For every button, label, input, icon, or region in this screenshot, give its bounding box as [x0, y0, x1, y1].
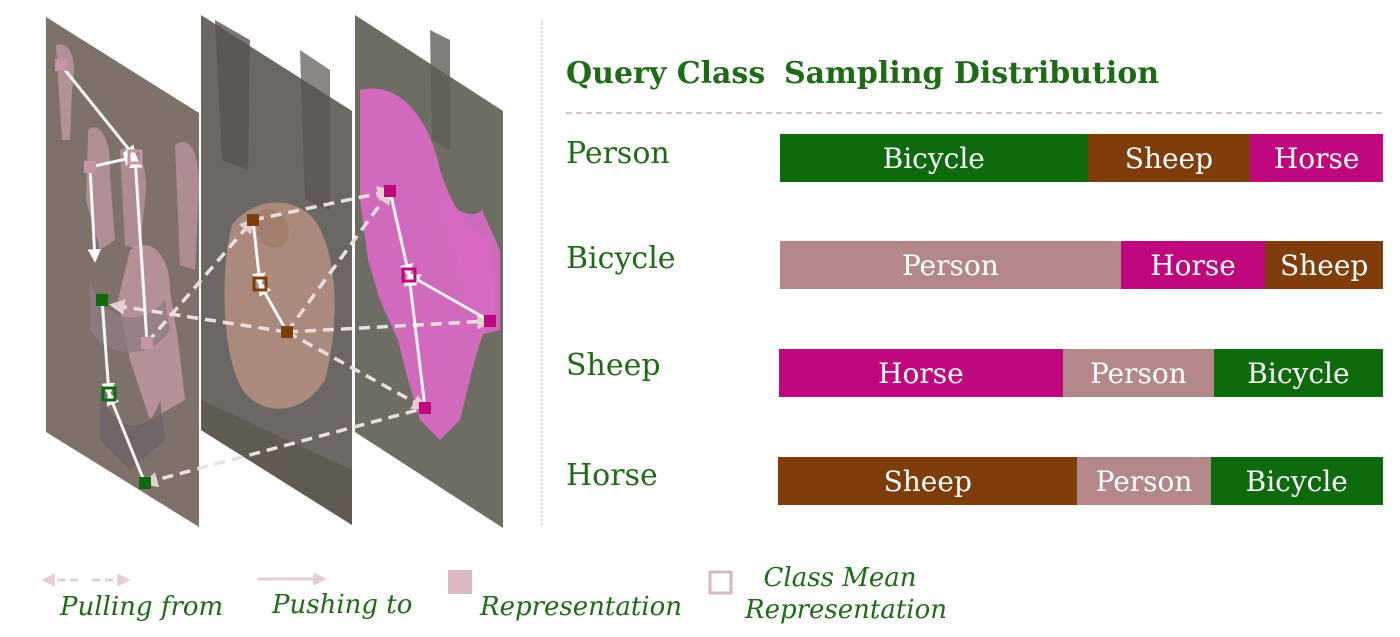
segment-person: Person — [1077, 457, 1211, 505]
query-class-header: Query Class — [566, 56, 766, 91]
legend-representation-label: Representation — [480, 592, 683, 622]
class-mean-points — [101, 149, 417, 402]
query-label-sheep: Sheep — [566, 348, 661, 383]
sampling-distribution-header: Sampling Distribution — [784, 56, 1160, 91]
legend-class-mean-line2: Representation — [745, 595, 948, 625]
segment-sheep: Sheep — [1265, 241, 1383, 289]
query-label-horse: Horse — [566, 458, 658, 493]
segment-bicycle: Bicycle — [1210, 457, 1383, 505]
legend-class-mean-label: Class Mean Representation — [745, 562, 948, 626]
segment-person: Person — [1062, 349, 1214, 397]
segment-horse: Horse — [1120, 241, 1266, 289]
legend-pulling-label: Pulling from — [60, 592, 224, 622]
scene-panel-sheep — [201, 15, 352, 525]
scene-panel-person-bicycle — [46, 17, 199, 527]
segment-bicycle: Bicycle — [1213, 349, 1383, 397]
segment-horse: Horse — [779, 349, 1063, 397]
segment-bicycle: Bicycle — [780, 134, 1088, 182]
pulling-links — [59, 64, 491, 484]
segment-sheep: Sheep — [1087, 134, 1251, 182]
feature-space-illustration — [41, 15, 503, 594]
segment-horse: Horse — [1250, 134, 1383, 182]
segment-person: Person — [780, 241, 1121, 289]
query-label-person: Person — [566, 136, 670, 171]
panel-separator — [541, 20, 543, 525]
legend-pushing-label: Pushing to — [272, 590, 413, 620]
segment-sheep: Sheep — [778, 457, 1078, 505]
representation-points — [55, 59, 496, 489]
legend-class-mean-line1: Class Mean — [763, 563, 917, 593]
pushing-links — [108, 185, 494, 488]
query-label-bicycle: Bicycle — [566, 241, 676, 276]
header-divider — [566, 112, 1382, 114]
scene-panel-horse — [355, 15, 503, 528]
legend-class-mean-icon — [708, 570, 733, 595]
legend-representation-icon — [448, 570, 472, 594]
